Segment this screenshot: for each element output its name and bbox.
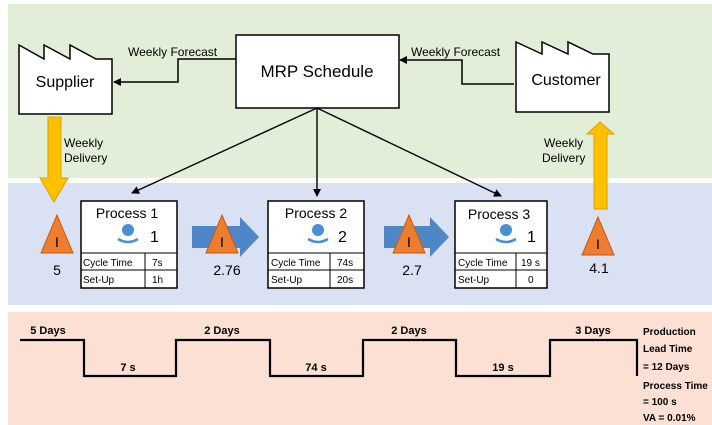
delivery-out-label-line2: Delivery xyxy=(542,151,585,165)
setup-value: 0 xyxy=(528,275,534,286)
lead-time-ladder xyxy=(20,338,639,378)
process-time-label: 19 s xyxy=(492,362,513,374)
production-label: Production xyxy=(643,327,696,338)
operator-count: 2 xyxy=(338,229,347,246)
delivery-in-label-line1: Weekly xyxy=(64,136,103,150)
inventory-value: 4.1 xyxy=(589,260,609,276)
operator-icon xyxy=(495,224,517,244)
process-name: Process 2 xyxy=(285,205,347,221)
value-added-ratio: VA = 0.01% xyxy=(643,413,696,424)
inventory-triangle-icon: I xyxy=(392,213,426,254)
mrp-schedule-box xyxy=(235,34,400,109)
customer-factory-icon xyxy=(515,40,610,113)
schedule-line-process-1 xyxy=(131,107,318,194)
cycle-time-label: Cycle Time xyxy=(458,258,508,269)
timeline-band xyxy=(8,312,712,425)
lead-time-value: = 12 Days xyxy=(643,362,690,373)
supplier-label: Supplier xyxy=(36,74,95,91)
delivery-out-arrow-icon xyxy=(585,121,616,210)
forecast-left-label: Weekly Forecast xyxy=(128,45,218,59)
inventory-triangle-icon: I xyxy=(40,213,74,254)
setup-value: 20s xyxy=(337,275,353,286)
supplier-factory-icon xyxy=(18,43,113,115)
wait-time-label: 5 Days xyxy=(30,325,65,337)
setup-label: Set-Up xyxy=(83,275,115,286)
cycle-time-value: 19 s xyxy=(521,258,540,269)
inventory-value: 5 xyxy=(53,262,61,278)
delivery-out-label-line1: Weekly xyxy=(544,136,583,150)
wait-time-label: 2 Days xyxy=(391,325,426,337)
mrp-schedule-label: MRP Schedule xyxy=(260,62,373,81)
customer-label: Customer xyxy=(531,72,601,89)
inventory-symbol: I xyxy=(407,234,411,250)
operator-icon xyxy=(117,224,139,244)
setup-label: Set-Up xyxy=(458,275,490,286)
process-time-label: 74 s xyxy=(305,362,326,374)
inventory-value: 2.7 xyxy=(402,262,422,278)
process-box xyxy=(267,200,365,289)
inventory-triangle-icon: I xyxy=(205,213,239,254)
process-box xyxy=(80,200,178,289)
cycle-time-value: 7s xyxy=(152,258,163,269)
process-box xyxy=(454,200,548,289)
delivery-in-label-line2: Delivery xyxy=(64,151,107,165)
inventory-value: 2.76 xyxy=(213,262,240,278)
inventory-symbol: I xyxy=(596,236,600,252)
forecast-arrow-to-supplier xyxy=(113,58,236,86)
operator-count: 1 xyxy=(150,229,159,246)
schedule-line-process-3 xyxy=(316,107,502,197)
forecast-arrow-from-customer xyxy=(399,56,514,85)
delivery-in-arrow-icon xyxy=(39,116,69,203)
inventory-symbol: I xyxy=(55,234,59,250)
inventory-symbol: I xyxy=(220,234,224,250)
process-time-total-value: = 100 s xyxy=(643,397,677,408)
cycle-time-value: 74s xyxy=(337,258,353,269)
process-time-total-label: Process Time xyxy=(643,381,708,392)
setup-value: 1h xyxy=(152,275,163,286)
forecast-right-label: Weekly Forecast xyxy=(411,45,501,59)
cycle-time-label: Cycle Time xyxy=(83,258,133,269)
process-name: Process 1 xyxy=(96,205,158,221)
inventory-triangle-icon: I xyxy=(581,215,615,256)
operator-icon xyxy=(307,224,329,244)
cycle-time-label: Cycle Time xyxy=(271,258,321,269)
process-name: Process 3 xyxy=(468,206,530,222)
wait-time-label: 3 Days xyxy=(575,325,610,337)
lead-time-label: Lead Time xyxy=(643,344,693,355)
setup-label: Set-Up xyxy=(271,275,303,286)
wait-time-label: 2 Days xyxy=(204,325,239,337)
process-time-label: 7 s xyxy=(120,362,135,374)
operator-count: 1 xyxy=(527,229,536,246)
